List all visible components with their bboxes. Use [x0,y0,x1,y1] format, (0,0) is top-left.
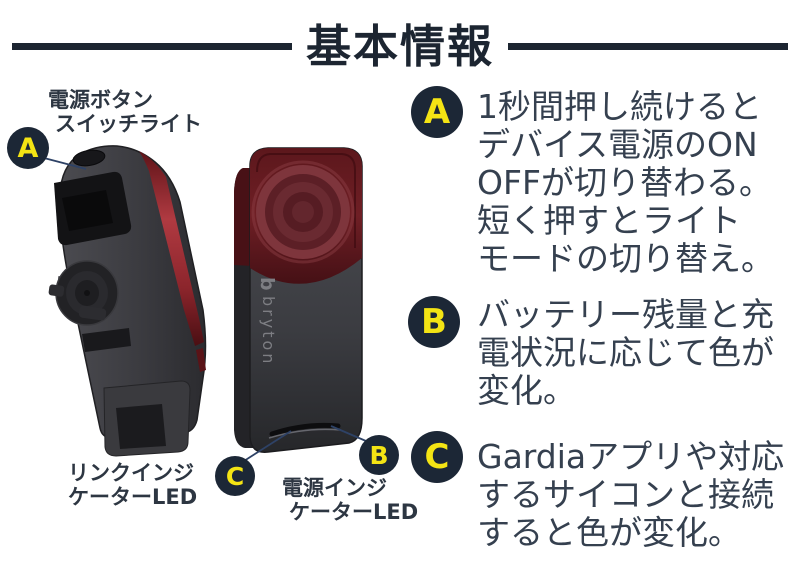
badge-b-callout: B [359,435,399,475]
description-c-text: Gardiaアプリや対応 するサイコンと接続 すると色が変化。 [477,438,784,552]
text-line: デバイス電源のON [477,125,758,164]
label-line: 電源ボタン [48,88,153,112]
pointer-lines [43,157,367,462]
text-line: するサイコンと接続 [477,475,774,514]
badge-a-description: A [411,86,463,138]
text-line: 1秒間押し続けると [477,87,762,126]
page-title: 基本情報 [306,19,495,73]
label-link-indicator: リンクインジ ケーターLED [68,461,198,509]
label-line: リンクインジ [68,461,194,485]
rear-red-lens-lower [196,348,206,372]
device-rear-view [48,145,207,457]
product-illustration: b bryton [43,145,367,462]
description-a-text: 1秒間押し続けると デバイス電源のON OFFが切り替わる。 短く押すとライト … [477,88,774,278]
description-b-text: バッテリー残量と充 電状況に応じて色が 変化。 [477,296,774,410]
pointer-line-b [330,425,367,442]
text-line: 短く押すとライト [477,201,741,240]
pointer-line-c [243,430,292,462]
title-rule-right [508,42,789,50]
mount-dial [48,260,119,326]
badge-c-description: C [411,431,463,483]
label-line: ケーターLED [68,484,198,509]
rear-band [82,328,131,352]
title-rule-left [12,42,292,50]
header: 基本情報 [0,18,800,74]
label-line: ケーターLED [289,499,419,524]
label-line: 電源インジ [282,476,387,500]
text-line: 変化。 [477,371,576,410]
front-side-flange-red [234,168,253,266]
badge-a-callout: A [7,127,49,169]
brand-logo: bryton [259,296,278,366]
front-light-rings [251,160,355,264]
label-line: スイッチライト [55,111,202,136]
rear-red-lens [139,151,204,346]
rear-top-panel-inner [62,190,113,231]
text-line: 電状況に応じて色が [477,333,774,372]
rear-lower-block-inner [116,404,166,449]
text-line: OFFが切り替わる。 [477,163,772,202]
text-line: バッテリー残量と充 [477,295,774,334]
pointer-line-a [43,157,87,170]
label-power-indicator: 電源インジ ケーターLED [282,476,419,524]
brand-logo-icon: b [256,277,278,291]
power-button [72,149,106,167]
text-line: すると色が変化。 [477,513,741,552]
badge-b-description: B [408,296,460,348]
text-line: モードの切り替え。 [477,239,774,278]
front-lens-bezel [256,153,356,248]
device-front-view: b bryton [234,147,363,453]
text-line: Gardiaアプリや対応 [477,437,785,476]
label-power-button: 電源ボタン スイッチライト [48,88,202,136]
badge-c-callout: C [215,456,255,496]
led-slit-highlight [268,428,342,439]
